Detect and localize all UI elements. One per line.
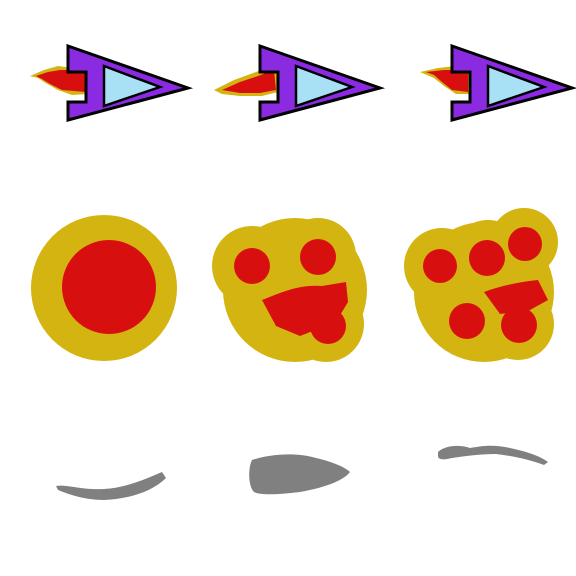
ship-frame-1 — [30, 43, 194, 122]
fireball-core — [62, 240, 156, 334]
explosion-row — [31, 208, 558, 362]
smoke-frame-3 — [438, 445, 548, 465]
explosion-frame-1 — [31, 215, 177, 361]
ship-window — [486, 64, 548, 108]
fireball-core — [300, 239, 336, 275]
ship-frame-3 — [420, 43, 576, 122]
fireball-core — [469, 240, 505, 276]
flame-core — [36, 70, 86, 92]
explosion-frame-3 — [404, 208, 558, 362]
ship-window — [102, 64, 164, 108]
ship-window — [294, 64, 356, 108]
fireball-core — [508, 227, 542, 261]
fireball-core — [484, 280, 548, 314]
fireball-core — [501, 307, 537, 343]
fireball-core — [449, 303, 485, 339]
explosion-frame-2 — [212, 218, 367, 362]
ship-row — [30, 43, 576, 122]
ship-frame-2 — [214, 43, 386, 122]
smoke-frame-2 — [249, 454, 350, 495]
flame-core — [426, 70, 468, 92]
smoke-frame-1 — [56, 472, 166, 500]
fireball-core — [310, 308, 346, 344]
fireball-core — [234, 248, 270, 284]
fireball-core — [423, 249, 457, 283]
smoke-row — [56, 445, 548, 500]
flame-core — [222, 70, 276, 93]
